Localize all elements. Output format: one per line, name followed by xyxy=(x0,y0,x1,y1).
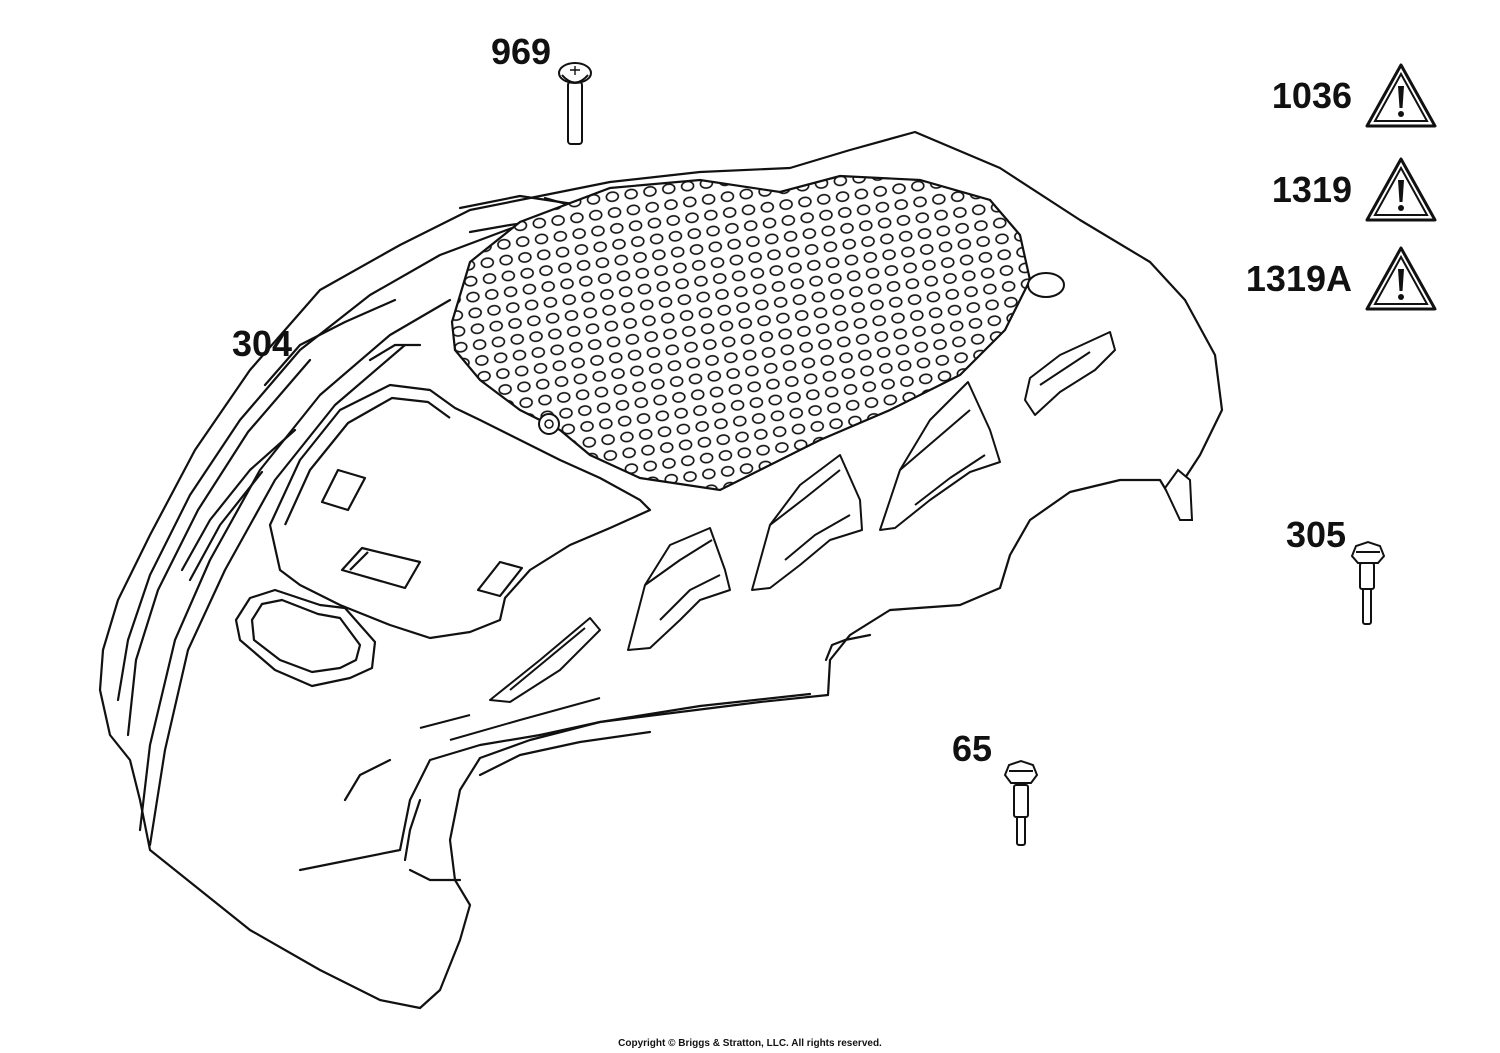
bolt-305 xyxy=(1350,540,1386,625)
bolt-65 xyxy=(1003,759,1039,846)
callout-65: 65 xyxy=(952,728,993,769)
top-panel xyxy=(234,383,652,688)
mounting-tab xyxy=(1163,468,1194,521)
side-vents xyxy=(419,331,1116,741)
warning-triangle-icon xyxy=(1365,246,1437,311)
warning-1036: 1036 xyxy=(1272,62,1438,130)
warning-1319a: 1319A xyxy=(1246,245,1438,313)
warning-label: 1319A xyxy=(1245,258,1352,299)
warning-triangle-icon xyxy=(1365,157,1437,222)
callout-969: 969 xyxy=(491,31,552,72)
warning-label: 1319 xyxy=(1271,169,1352,210)
callout-304: 304 xyxy=(232,323,293,364)
warning-label: 1036 xyxy=(1271,75,1352,116)
warning-triangle-icon xyxy=(1365,63,1437,128)
copyright-footer: Copyright © Briggs & Stratton, LLC. All … xyxy=(618,1038,882,1049)
bolt-969 xyxy=(558,62,592,145)
callout-305: 305 xyxy=(1286,514,1347,555)
warning-1319: 1319 xyxy=(1272,156,1438,224)
